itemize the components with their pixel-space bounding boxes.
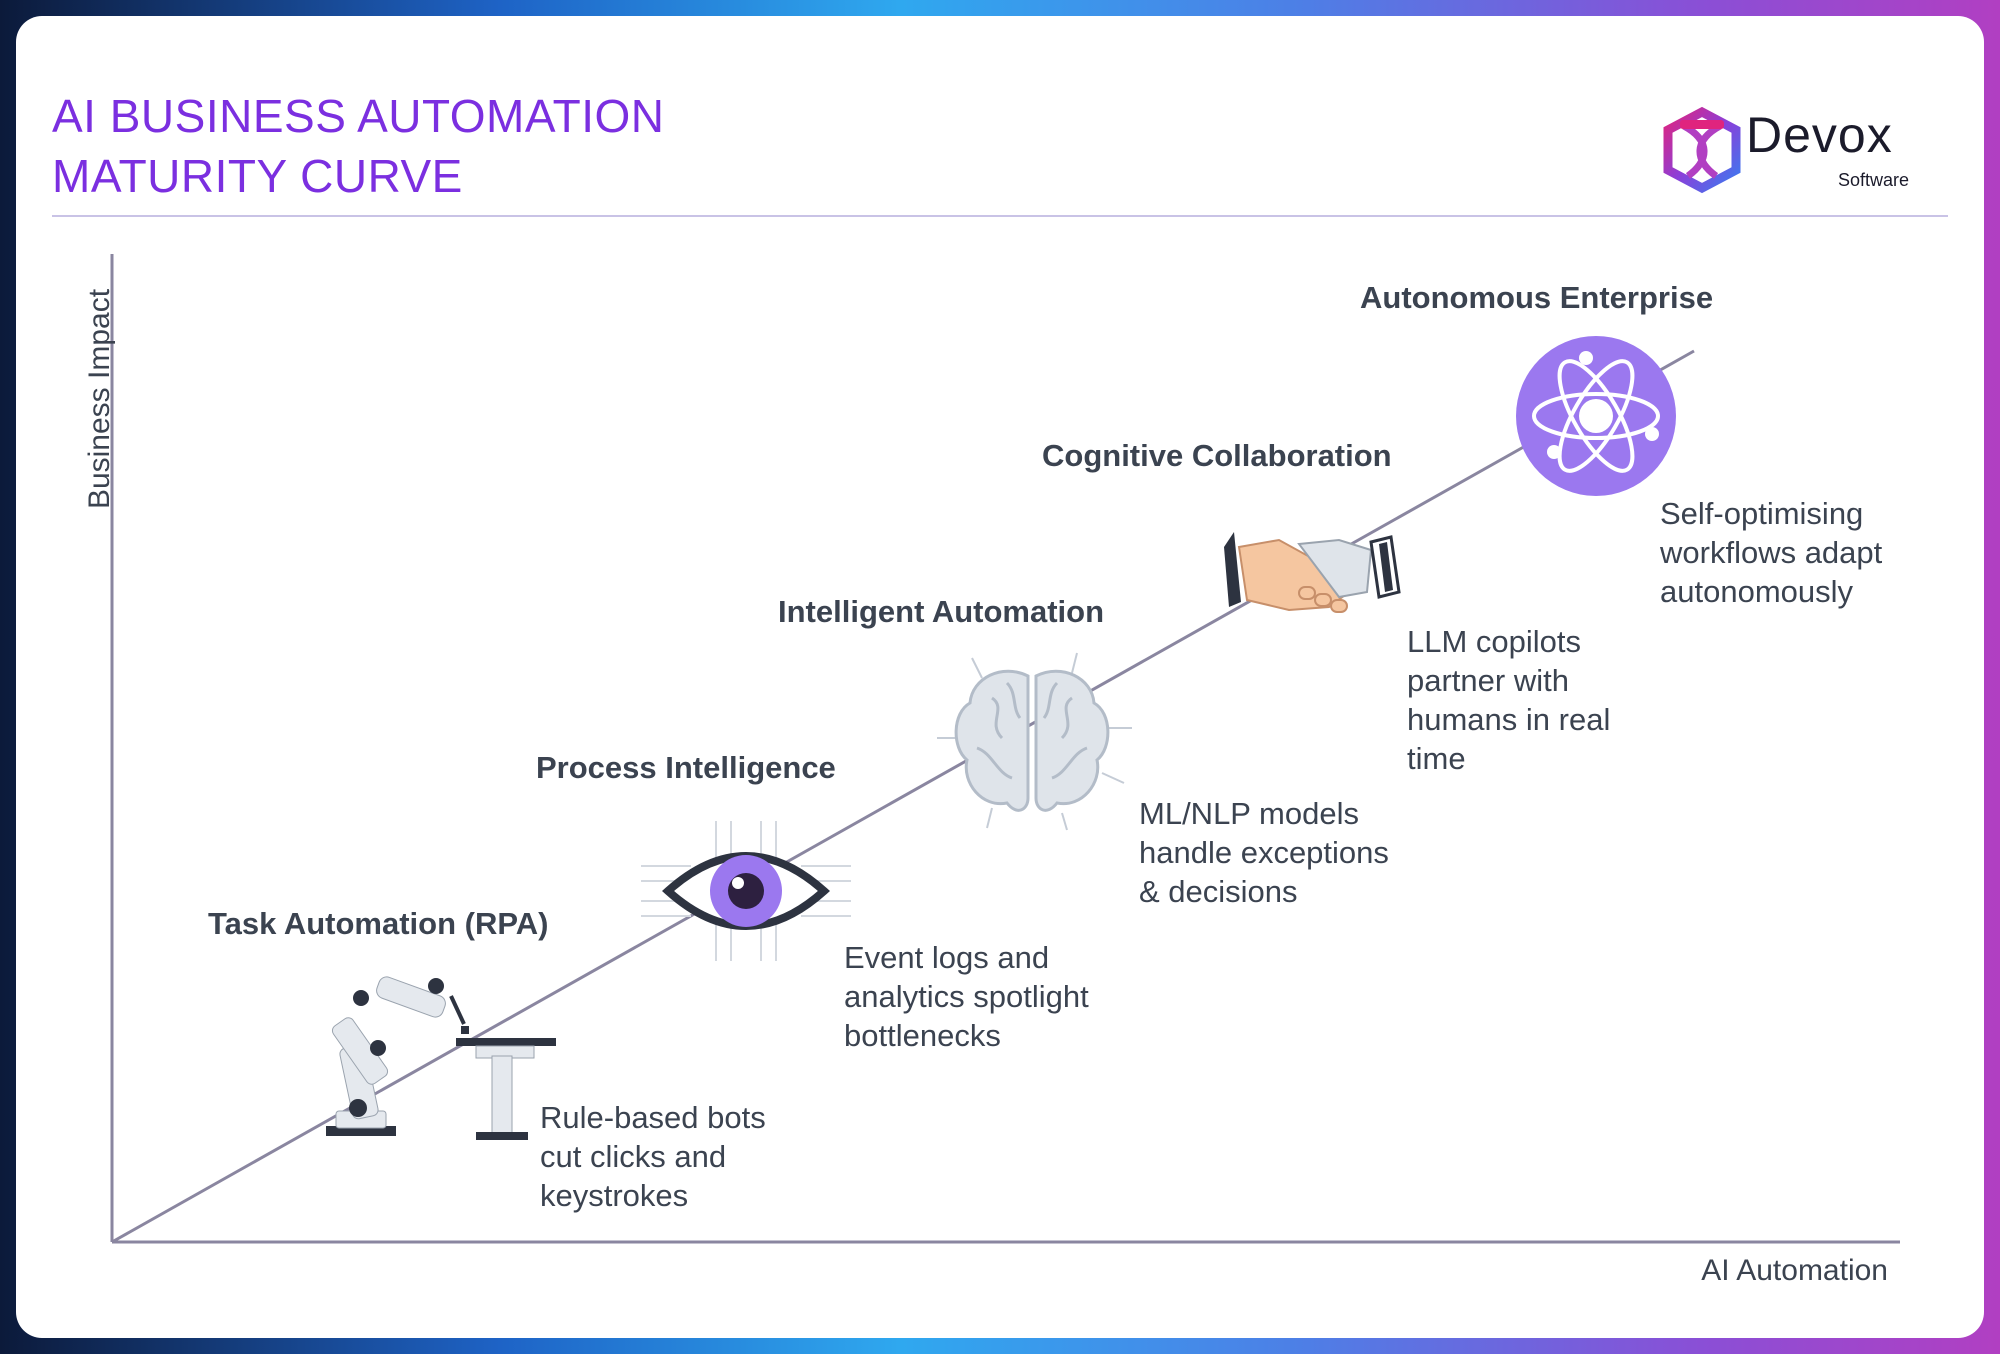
stage-title-autonomous-enterprise: Autonomous Enterprise <box>1360 280 1714 315</box>
stage-desc-cognitive-collaboration: LLM copilots partner with humans in real… <box>1407 624 1611 776</box>
brain-icon <box>937 652 1132 831</box>
atom-icon <box>1516 336 1676 496</box>
stage-desc-intelligent-automation: ML/NLP models handle exceptions & decisi… <box>1139 796 1389 909</box>
x-axis-label: AI Automation <box>1701 1254 1888 1287</box>
logo-name: Devox <box>1746 107 1893 163</box>
maturity-diagram <box>110 254 1900 1244</box>
stage-title-task-automation: Task Automation (RPA) <box>208 906 549 941</box>
y-axis-label: Business Impact <box>83 288 116 510</box>
stage-title-cognitive-collaboration: Cognitive Collaboration <box>1042 438 1392 473</box>
robot-arm-icon <box>326 976 556 1140</box>
divider <box>52 215 1948 217</box>
stage-desc-task-automation: Rule-based bots cut clicks and keystroke… <box>540 1100 766 1213</box>
stage-desc-process-intelligence: Event logs and analytics spotlight bottl… <box>844 940 1089 1053</box>
growth-line <box>111 349 1695 1244</box>
stage-desc-autonomous-enterprise: Self-optimising workflows adapt autonomo… <box>1660 496 1883 609</box>
devox-logo: Devox Software <box>1658 106 1948 206</box>
card: AI BUSINESS AUTOMATION MATURITY CURVE De… <box>16 16 1984 1338</box>
stage-title-process-intelligence: Process Intelligence <box>536 750 836 785</box>
handshake-icon <box>1224 532 1401 613</box>
title-line-2: MATURITY CURVE <box>52 150 463 202</box>
eye-icon <box>641 821 851 961</box>
devox-logo-icon <box>1663 106 1741 194</box>
title-line-1: AI BUSINESS AUTOMATION <box>52 90 665 142</box>
logo-sub: Software <box>1838 170 1910 190</box>
stage-title-intelligent-automation: Intelligent Automation <box>778 594 1105 629</box>
page-title: AI BUSINESS AUTOMATION MATURITY CURVE <box>52 86 665 206</box>
